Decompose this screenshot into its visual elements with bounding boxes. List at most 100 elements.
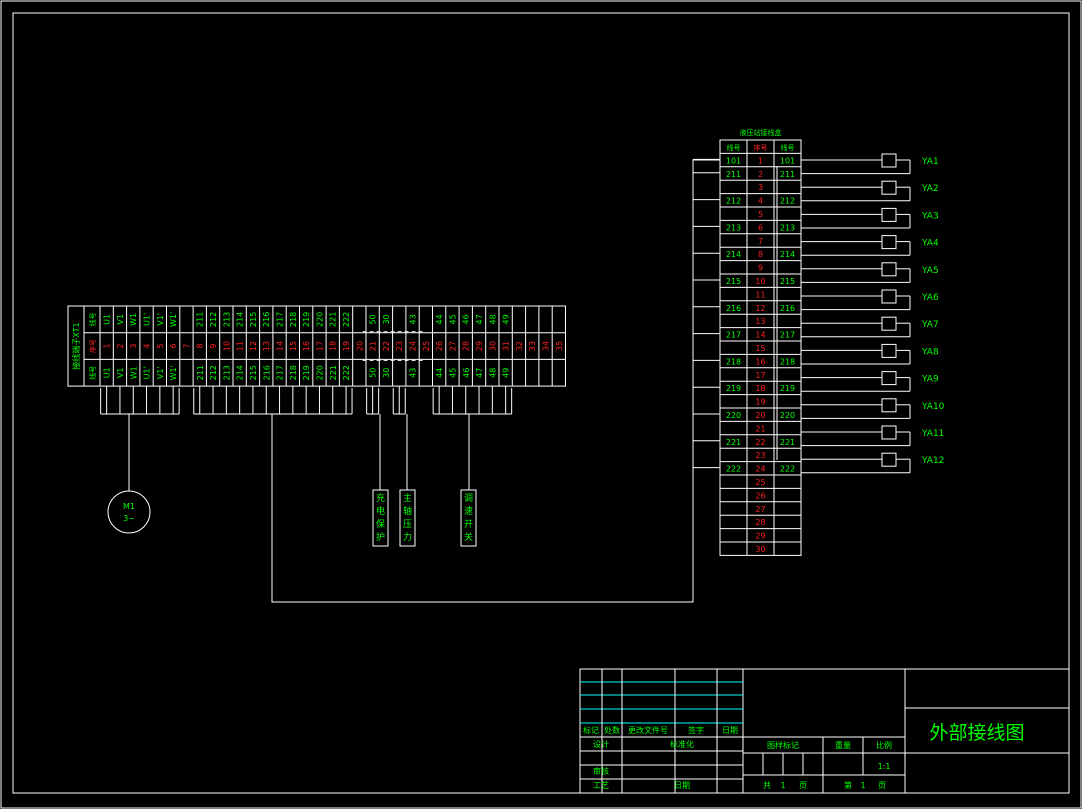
strip-seq-label: 20 <box>355 341 364 351</box>
valve-box-right-wire: 218 <box>780 357 795 366</box>
strip-wire-label: V1 <box>116 367 125 378</box>
valve-box-frame <box>719 139 802 556</box>
solenoid-label: YA10 <box>921 402 945 412</box>
valve-box-left-wire: 214 <box>726 250 741 259</box>
strip-seq-label: 34 <box>542 341 551 351</box>
device-speed-switch <box>460 489 477 547</box>
valve-box-seq: 28 <box>755 518 765 527</box>
strip-wire-label: 216 <box>262 365 271 380</box>
strip-wire-label: 214 <box>236 365 245 380</box>
strip-wire-label: 217 <box>276 365 285 380</box>
valve-box-seq: 25 <box>755 478 765 487</box>
title-block: 标记 处数 更改文件号 签字 日期 设计 标准化 审核 工艺 日期 图样标记 重… <box>579 668 1070 794</box>
strip-seq-label: 6 <box>169 344 178 349</box>
strip-wire-label: 220 <box>315 312 324 327</box>
strip-wire-label: V1' <box>156 366 165 379</box>
solenoid-coil <box>881 452 897 467</box>
strip-wire-label: 220 <box>315 365 324 380</box>
valve-junction-box: 液压站接线盒线号序号线号1234567891011121314151617181… <box>693 128 802 556</box>
strip-seq-label: 26 <box>435 341 444 351</box>
device-label-char: 主 <box>403 492 412 504</box>
device-label-char: 保 <box>376 518 385 530</box>
standardization-label: 标准化 <box>670 739 694 749</box>
valve-box-seq: 8 <box>758 250 763 259</box>
solenoid-coil <box>881 262 897 277</box>
drawing-title: 外部接线图 <box>929 722 1024 744</box>
solenoid-label: YA6 <box>921 293 939 303</box>
device-label-char: 压 <box>403 519 412 530</box>
strip-frame <box>67 305 566 387</box>
trunk-wire <box>271 159 720 603</box>
solenoid-coil <box>881 207 897 222</box>
strip-seq-label: 12 <box>249 341 258 351</box>
strip-wire-label: 221 <box>329 312 338 327</box>
valve-box-right-wire: 221 <box>780 438 795 447</box>
valve-box-seq: 15 <box>755 344 765 353</box>
solenoid-label: YA7 <box>921 320 939 330</box>
valve-box-seq: 18 <box>755 384 765 393</box>
strip-seq-label: 31 <box>502 341 511 351</box>
strip-wire-label: 43 <box>409 368 418 378</box>
strip-seq-label: 27 <box>448 341 457 351</box>
valve-box-seq: 14 <box>755 331 765 340</box>
valve-box-left-wire: 212 <box>726 197 741 206</box>
rev-header-docno: 更改文件号 <box>628 725 668 735</box>
strip-wire-label: U1 <box>103 367 112 378</box>
device-label-char: 关 <box>464 531 473 543</box>
valve-box-header: 线号 <box>727 143 741 152</box>
rev-header-count: 处数 <box>604 725 620 735</box>
scale-value: 1:1 <box>878 762 891 771</box>
solenoid-coil <box>881 371 897 386</box>
strip-row-label: 线号 <box>88 312 97 326</box>
solenoid-label: YA2 <box>921 184 939 194</box>
valve-box-seq: 22 <box>755 438 765 447</box>
valve-box-left-wire: 220 <box>726 411 741 420</box>
strip-row-label: 序号 <box>88 339 97 353</box>
valve-box-right-wire: 101 <box>780 156 795 165</box>
strip-seq-label: 15 <box>289 341 298 351</box>
strip-wire-label: 212 <box>209 365 218 380</box>
strip-wire-label: 213 <box>222 312 231 327</box>
rev-header-date: 日期 <box>722 726 738 735</box>
strip-wire-label: W1' <box>169 365 178 380</box>
strip-seq-label: 35 <box>555 341 564 351</box>
design-label: 设计 <box>593 739 609 749</box>
strip-seq-label: 2 <box>116 344 125 349</box>
strip-seq-label: 4 <box>143 344 152 349</box>
strip-wire-label: 49 <box>502 314 511 324</box>
device-label-char: 开 <box>464 519 473 530</box>
strip-wire-label: 30 <box>382 368 391 378</box>
sheet-label: 第 <box>844 780 852 790</box>
valve-box-header: 线号 <box>781 143 795 152</box>
valve-box-left-wire: 101 <box>726 156 741 165</box>
drawing-frame <box>12 12 1070 794</box>
valve-box-right-wire: 214 <box>780 250 795 259</box>
strip-wire-label: 49 <box>502 368 511 378</box>
strip-wire-label: 219 <box>302 365 311 380</box>
strip-wire-label: U1' <box>143 366 152 379</box>
valve-box-seq: 17 <box>755 371 765 380</box>
strip-wire-label: 219 <box>302 312 311 327</box>
strip-wire-label: 222 <box>342 365 351 380</box>
strip-title: 接线端子XT1 <box>71 322 81 369</box>
valve-box-right-wire: 211 <box>780 170 795 179</box>
check-label: 审核 <box>593 766 609 776</box>
rev-header-mark: 标记 <box>583 725 599 735</box>
strip-wire-label: 47 <box>475 314 484 324</box>
strip-wire-label: 211 <box>196 365 205 380</box>
valve-box-seq: 2 <box>758 170 763 179</box>
strip-seq-label: 1 <box>103 344 112 349</box>
valve-box-left-wire: 218 <box>726 357 741 366</box>
total-count: 1 <box>780 781 785 790</box>
strip-seq-label: 3 <box>129 344 138 349</box>
strip-seq-label: 8 <box>196 344 205 349</box>
title-block-frame <box>579 668 1070 794</box>
valve-box-seq: 3 <box>758 183 763 192</box>
strip-wire-label: 44 <box>435 368 444 378</box>
solenoid-label: YA4 <box>921 239 939 249</box>
valve-box-right-wire: 212 <box>780 197 795 206</box>
strip-seq-label: 21 <box>369 341 378 351</box>
strip-wire-label: W1 <box>129 366 138 379</box>
valve-box-right-wire: 220 <box>780 411 795 420</box>
